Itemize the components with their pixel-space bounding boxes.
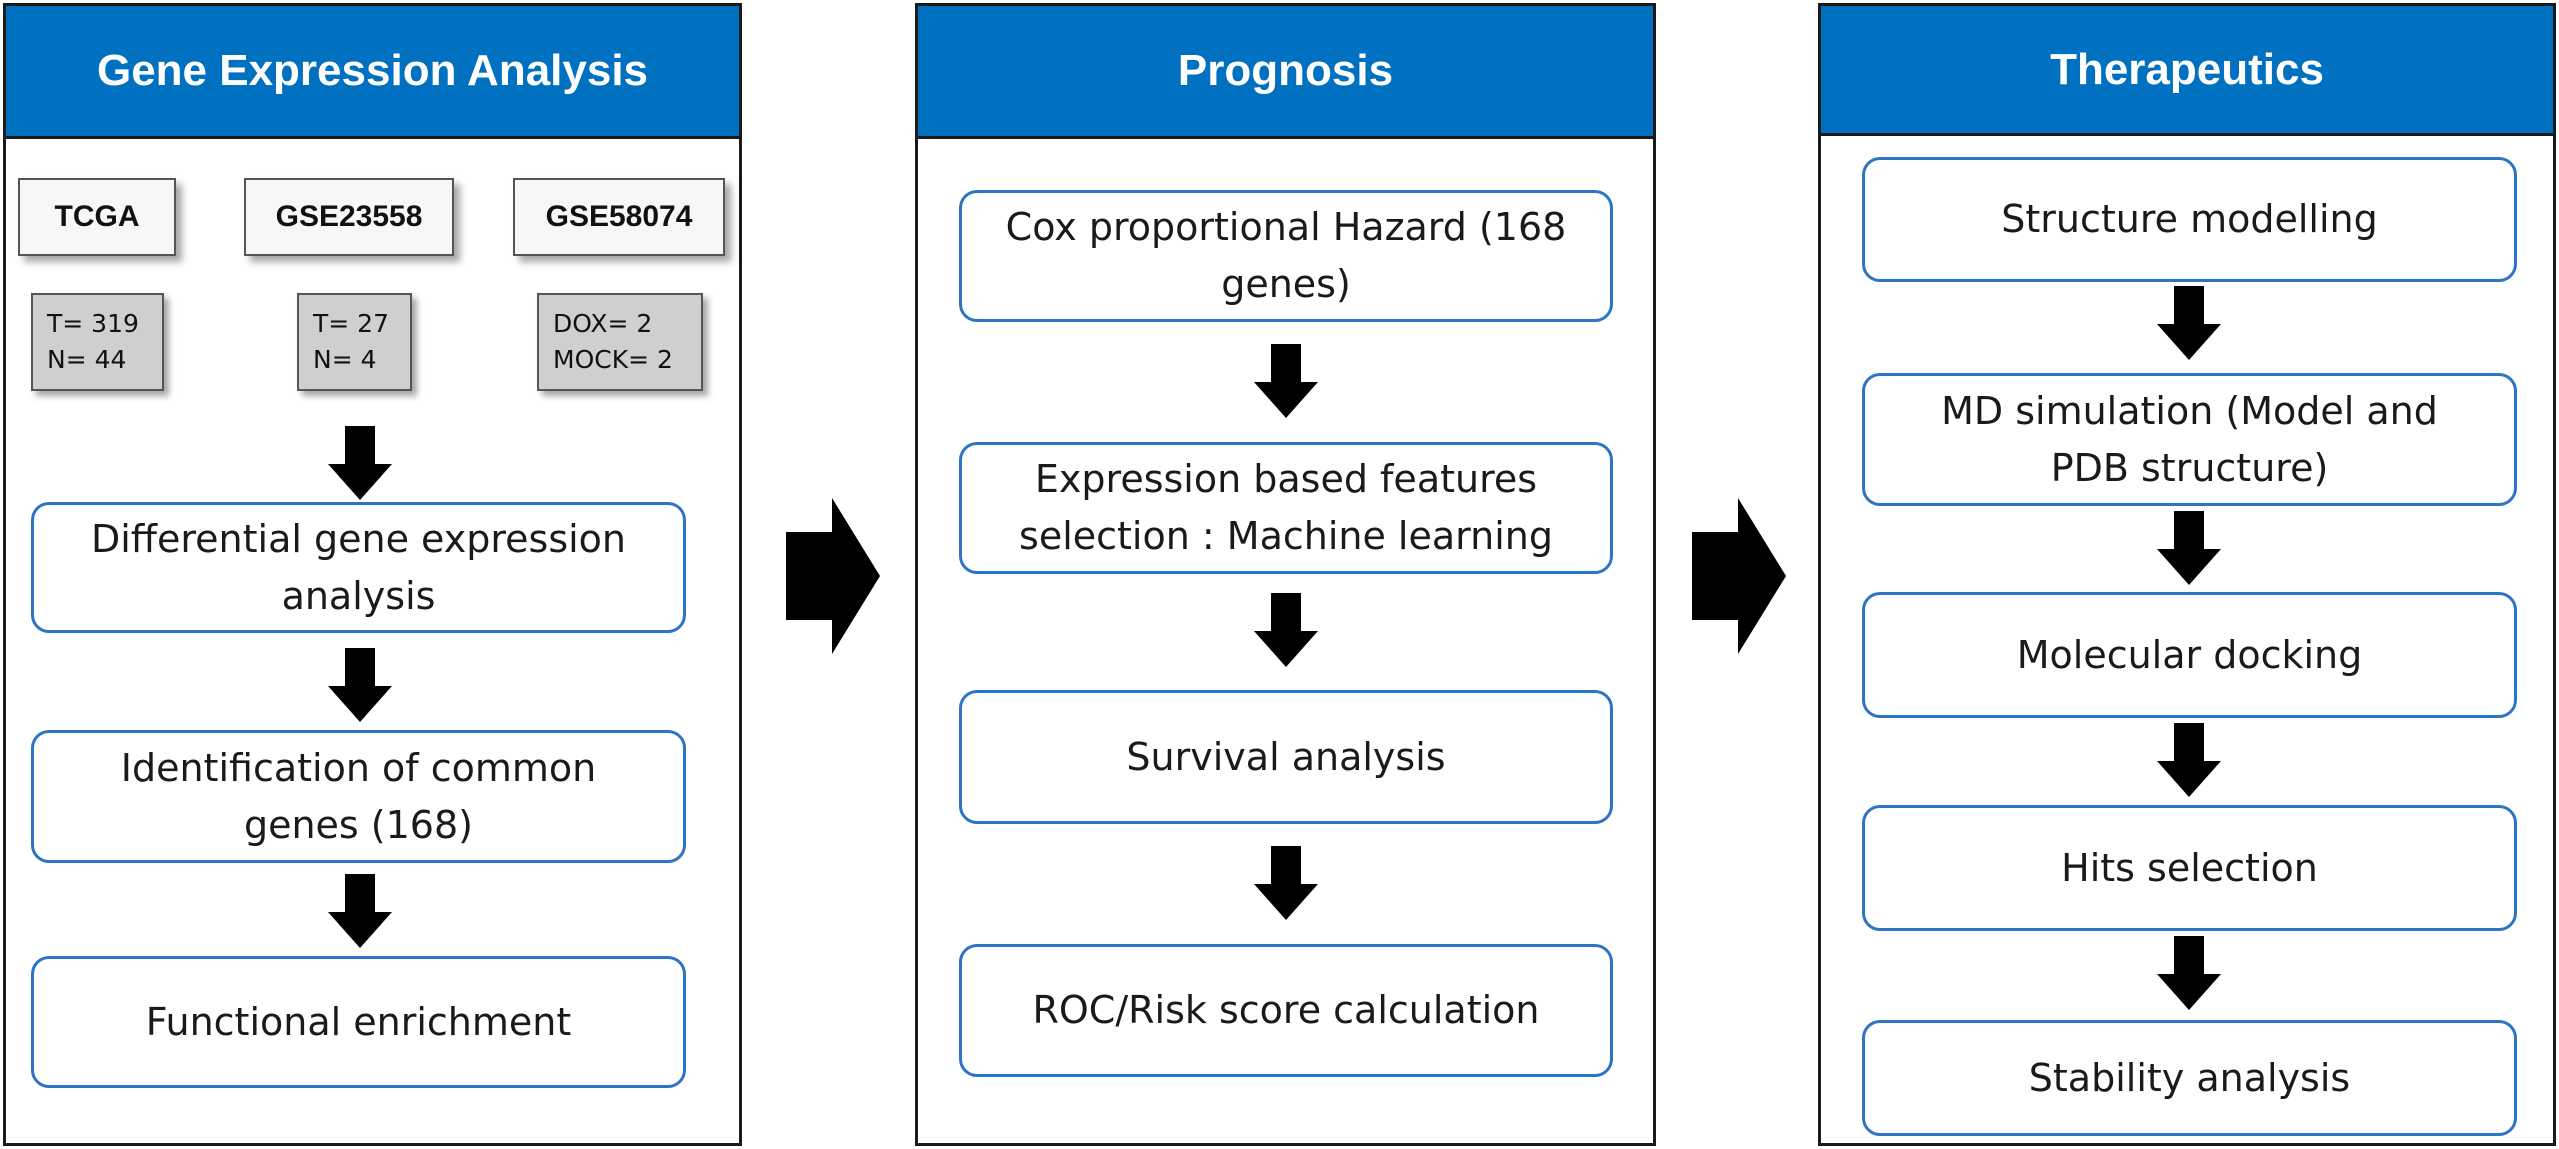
therapeutics-panel: Therapeutics Structure modelling MD simu… (1818, 3, 2556, 1146)
prognosis-title: Prognosis (918, 6, 1653, 139)
step-line: genes (168) (243, 802, 473, 847)
count-line: MOCK= 2 (553, 345, 673, 374)
step-molecular-docking: Molecular docking (1862, 592, 2517, 718)
prognosis-panel: Prognosis Cox proportional Hazard (168 ge… (915, 3, 1656, 1146)
count-line: N= 44 (47, 345, 127, 374)
step-line: ROC/Risk score calculation (1032, 988, 1540, 1032)
step-line: Functional enrichment (145, 999, 572, 1044)
counts-tcga: T= 319 N= 44 (31, 293, 164, 391)
step-line: Survival analysis (1126, 734, 1446, 779)
step-line: Expression based features (1034, 457, 1538, 501)
down-arrow-icon (1254, 593, 1318, 667)
step-line: Differential gene expression (90, 516, 627, 561)
step-line: selection : Machine learning (1019, 514, 1553, 558)
count-line: T= 319 (47, 308, 139, 338)
count-line: N= 4 (313, 345, 377, 374)
step-line: MD simulation (Model and (1941, 388, 2438, 433)
down-arrow-icon (1254, 846, 1318, 920)
therapeutics-title: Therapeutics (1821, 6, 2553, 136)
step-line: Cox proportional Hazard (168 (1005, 205, 1567, 249)
source-gse23558: GSE23558 (244, 178, 454, 256)
gene-expression-title: Gene Expression Analysis (6, 6, 739, 139)
down-arrow-icon (328, 874, 392, 948)
step-line: Stability analysis (2028, 1055, 2351, 1100)
step-line: analysis (281, 573, 436, 618)
step-cox-hazard: Cox proportional Hazard (168 genes) (959, 190, 1613, 322)
step-line: Molecular docking (2016, 632, 2363, 677)
step-common-genes: Identification of common genes (168) (31, 730, 686, 863)
gene-expression-panel: Gene Expression Analysis TCGA GSE23558 G… (3, 3, 742, 1146)
count-line: DOX= 2 (553, 308, 653, 338)
down-arrow-icon (328, 426, 392, 500)
step-machine-learning: Expression based features selection : Mac… (959, 442, 1613, 574)
down-arrow-icon (2157, 511, 2221, 585)
step-differential-expression: Differential gene expression analysis (31, 502, 686, 633)
down-arrow-icon (328, 648, 392, 722)
step-line: PDB structure) (2050, 445, 2329, 490)
down-arrow-icon (2157, 723, 2221, 797)
step-roc-risk-score: ROC/Risk score calculation (959, 944, 1613, 1077)
counts-gse23558: T= 27 N= 4 (297, 293, 412, 391)
step-line: Structure modelling (2001, 197, 2378, 241)
right-arrow-icon (1692, 498, 1786, 654)
step-functional-enrichment: Functional enrichment (31, 956, 686, 1088)
step-line: Hits selection (2061, 845, 2318, 890)
source-gse58074: GSE58074 (513, 178, 725, 256)
source-tcga: TCGA (18, 178, 176, 256)
down-arrow-icon (1254, 344, 1318, 418)
step-line: Identification of common (120, 745, 597, 790)
count-line: T= 27 (313, 308, 389, 338)
counts-gse58074: DOX= 2 MOCK= 2 (537, 293, 703, 391)
down-arrow-icon (2157, 936, 2221, 1010)
step-hits-selection: Hits selection (1862, 805, 2517, 931)
right-arrow-icon (786, 498, 880, 654)
step-survival-analysis: Survival analysis (959, 690, 1613, 824)
step-stability-analysis: Stability analysis (1862, 1020, 2517, 1136)
step-line: genes) (1221, 262, 1351, 306)
down-arrow-icon (2157, 286, 2221, 360)
step-structure-modelling: Structure modelling (1862, 157, 2517, 282)
